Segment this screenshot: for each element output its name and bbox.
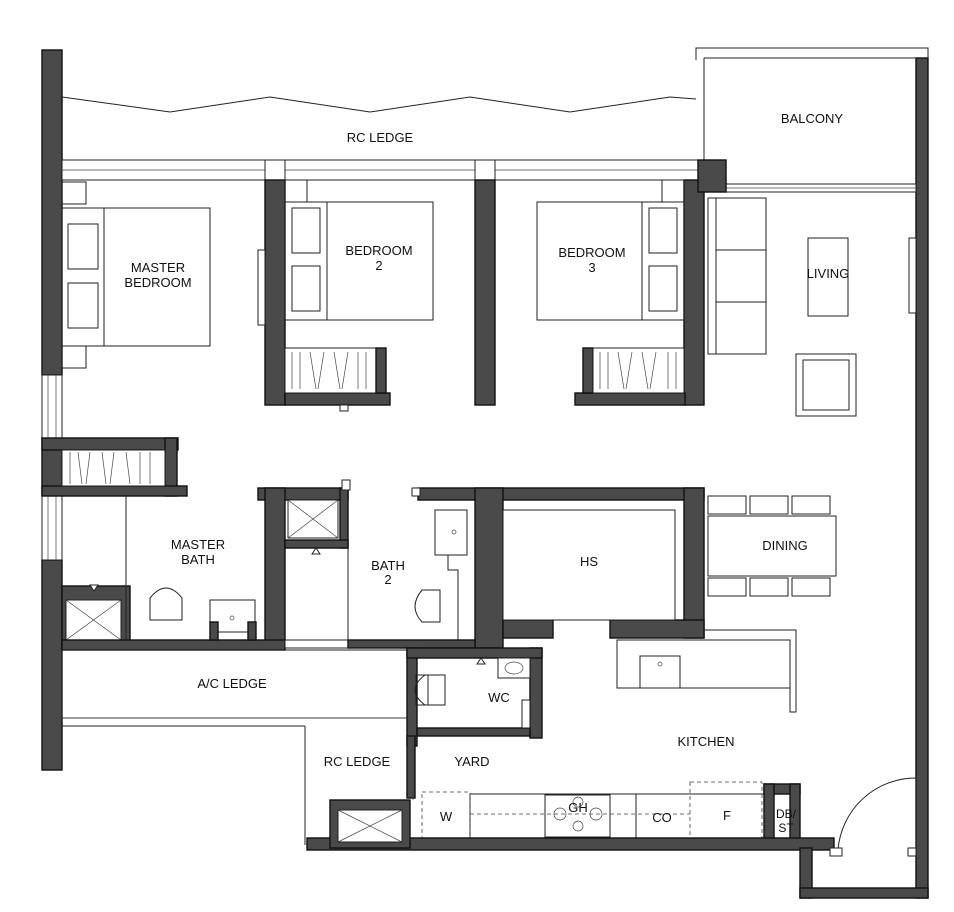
label-master-bedroom-2: BEDROOM <box>124 275 191 290</box>
bath2-basin <box>434 509 468 556</box>
bath2-toilet <box>414 589 441 623</box>
label-balcony: BALCONY <box>781 111 843 126</box>
kitchen-island <box>616 639 791 689</box>
left-wall-upper <box>41 49 63 376</box>
coffee-table <box>807 237 849 317</box>
master-basin <box>209 599 256 633</box>
wc-basin <box>497 657 531 679</box>
label-dining: DINING <box>762 538 808 553</box>
label-bedroom3-2: 3 <box>588 260 595 275</box>
label-washer: W <box>440 809 453 824</box>
label-wc: WC <box>488 690 510 705</box>
label-master-bath-2: BATH <box>181 552 215 567</box>
entrance-door-swing <box>837 777 917 851</box>
label-db-st-1: DB/ <box>776 807 797 821</box>
dining-table <box>707 515 837 577</box>
household-shelter <box>502 509 676 621</box>
label-bedroom2-1: BEDROOM <box>345 243 412 258</box>
wall-br2-br3 <box>474 179 496 406</box>
bedroom2-bed <box>284 201 434 321</box>
bedroom3-wardrobe <box>592 347 685 394</box>
sofa <box>707 197 767 355</box>
wall-bath2-hs <box>474 487 504 649</box>
label-db-st-2: ST <box>778 821 794 835</box>
left-window <box>41 374 63 439</box>
left-window-2 <box>41 495 63 561</box>
gas-hob <box>544 794 611 838</box>
label-master-bath-1: MASTER <box>171 537 225 552</box>
bedroom3-bed <box>536 201 685 321</box>
label-cooker-oven: CO <box>652 810 672 825</box>
kitchen-sink <box>639 655 681 689</box>
label-gas-hob: GH <box>568 800 588 815</box>
label-master-bedroom-1: MASTER <box>131 260 185 275</box>
label-yard: YARD <box>454 754 489 769</box>
label-ac-ledge: A/C LEDGE <box>197 676 267 691</box>
label-fridge: F <box>723 808 731 823</box>
armchair <box>795 353 857 417</box>
label-rc-ledge-bottom: RC LEDGE <box>324 754 391 769</box>
left-wall-lower <box>41 559 63 771</box>
bedroom2-wardrobe <box>284 347 379 394</box>
label-living: LIVING <box>807 266 850 281</box>
bottom-wall <box>306 837 835 851</box>
label-bath2-1: BATH <box>371 558 405 573</box>
label-rc-ledge-top: RC LEDGE <box>347 130 414 145</box>
label-bedroom3-1: BEDROOM <box>558 245 625 260</box>
label-hs: HS <box>580 554 598 569</box>
label-kitchen: KITCHEN <box>677 734 734 749</box>
label-bath2-2: 2 <box>384 572 391 587</box>
wall-hs-dining <box>683 487 705 639</box>
master-door <box>257 249 266 326</box>
wall-br3-living <box>683 179 705 406</box>
washer <box>421 791 471 839</box>
master-toilet <box>149 587 183 621</box>
right-wall <box>915 57 929 899</box>
rc-ledge-edge <box>61 96 697 113</box>
wall-mb-br2 <box>264 179 286 406</box>
wc-toilet <box>414 674 446 706</box>
master-bed <box>61 207 211 347</box>
living-window <box>908 237 917 314</box>
wall-mbath-corridor <box>264 487 286 644</box>
label-bedroom2-2: 2 <box>375 258 382 273</box>
